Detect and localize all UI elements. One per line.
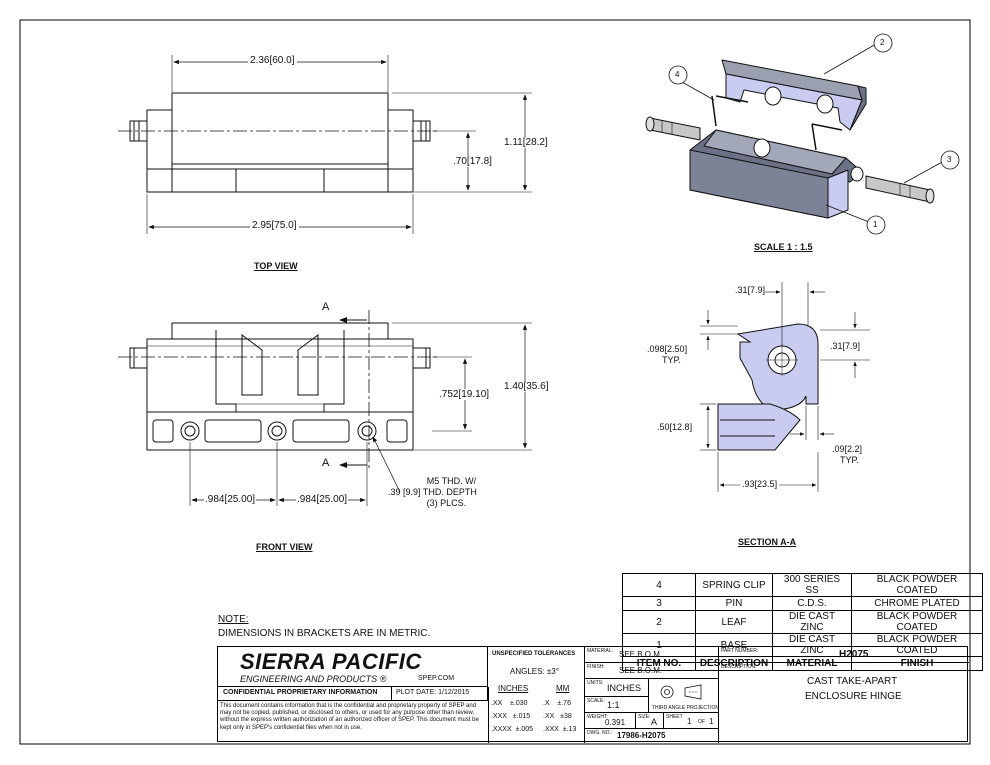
dim-front-pitch-2: .984[25.00] xyxy=(296,494,349,505)
dim-top-inner: .70[17.8] xyxy=(452,156,493,167)
part-number-cell: PART NUMBER: H2075 xyxy=(719,647,969,663)
weight-cell: WEIGHT: 0.391 xyxy=(585,713,636,729)
confidential-title: CONFIDENTIAL PROPRIETARY INFORMATION xyxy=(223,689,378,696)
bom-material: DIE CAST ZINC xyxy=(772,610,852,635)
tolerance-inches-head: INCHES xyxy=(498,684,529,693)
projection-cell: THIRD ANGLE PROJECTION xyxy=(649,679,719,713)
confidential-title-cell: CONFIDENTIAL PROPRIETARY INFORMATION xyxy=(218,687,392,701)
dwg-cell: DWG. NO.: 17986-H2075 xyxy=(585,729,719,743)
balloon-3: 3 xyxy=(947,155,952,164)
tolerance-block: UNSPECIFIED TOLERANCES ANGLES: ±3° INCHE… xyxy=(488,647,585,743)
part-number-value: H2075 xyxy=(839,649,869,660)
finish-cell: FINISH: SEE B.O.M. xyxy=(585,663,719,679)
bom-description: LEAF xyxy=(695,610,773,635)
bom-material: C.D.S. xyxy=(772,595,852,612)
bom-row: 4 SPRING CLIP 300 SERIES SS BLACK POWDER… xyxy=(622,573,983,597)
sheet-value: 1 xyxy=(687,717,692,726)
company-website: SPEP.COM xyxy=(418,675,455,682)
dim-front-pitch-1: .984[25.00] xyxy=(204,494,257,505)
bom-item: 3 xyxy=(622,595,696,612)
top-view-label: TOP VIEW xyxy=(254,261,298,271)
bom-description: SPRING CLIP xyxy=(695,573,773,597)
plot-date-cell: PLOT DATE: 1/12/2015 xyxy=(392,687,488,701)
plot-date: PLOT DATE: 1/12/2015 xyxy=(396,689,470,696)
bom-material: 300 SERIES SS xyxy=(772,573,852,597)
section-marker-top: A xyxy=(322,301,330,313)
weight-value: 0.391 xyxy=(605,718,626,727)
dim-sec-right: .31[7.9] xyxy=(830,341,861,351)
scale-value: 1:1 xyxy=(607,700,620,710)
bom-header-finish: FINISH xyxy=(851,656,983,672)
section-marker-bottom: A xyxy=(322,457,330,469)
bom-item: 4 xyxy=(622,573,696,597)
note-title: NOTE: xyxy=(218,614,249,625)
bom-finish: BLACK POWDER COATED xyxy=(851,610,983,635)
bom-header-material: MATERIAL xyxy=(772,656,852,672)
company-sub: ENGINEERING AND PRODUCTS ® xyxy=(240,674,387,684)
section-view xyxy=(700,282,870,492)
sheet-of-value: 1 xyxy=(709,717,714,726)
size-value: A xyxy=(651,717,658,727)
units-cell: UNITS: INCHES xyxy=(585,679,649,697)
description-cell: DESCRIPTION: CAST TAKE-APART ENCLOSURE H… xyxy=(721,664,902,702)
dim-top-height: 1.11[28.2] xyxy=(503,137,549,148)
dim-top-width: 2.36[60.0] xyxy=(248,55,297,66)
tolerance-mm-head: MM xyxy=(556,684,570,693)
tolerances-title: UNSPECIFIED TOLERANCES xyxy=(492,651,576,657)
company-name: SIERRA PACIFIC xyxy=(240,649,422,674)
balloon-2: 2 xyxy=(880,38,885,47)
bom-row: 3 PIN C.D.S. CHROME PLATED xyxy=(622,595,983,612)
projection-symbol-icon xyxy=(660,684,702,700)
section-view-label: SECTION A-A xyxy=(738,537,797,547)
bom-header-row: ITEM NO. DESCRIPTION MATERIAL FINISH xyxy=(622,656,983,672)
confidential-text: This document contains information that … xyxy=(220,703,479,731)
description-line-1: CAST TAKE-APART xyxy=(807,676,898,687)
isometric-view xyxy=(645,33,960,235)
tolerance-angles: ANGLES: ±3° xyxy=(510,667,559,676)
dim-top-overall: 2.95[75.0] xyxy=(250,220,299,231)
note-text: DIMENSIONS IN BRACKETS ARE IN METRIC. xyxy=(218,628,431,639)
bom-description: PIN xyxy=(695,595,773,612)
sheet-cell: SHEET 1 OF 1 xyxy=(664,713,719,729)
bom-finish: BLACK POWDER COATED xyxy=(851,573,983,597)
divider xyxy=(488,687,489,743)
dim-front-height: 1.40[35.6] xyxy=(503,381,550,392)
balloon-4: 4 xyxy=(675,70,680,79)
scale-cell: SCALE: 1:1 xyxy=(585,697,649,713)
tolerance-mm: .X ±.76.XX ±38.XXX ±.13 xyxy=(543,700,577,733)
sheet-border xyxy=(19,19,971,745)
description-line-2: ENCLOSURE HINGE xyxy=(805,691,902,702)
dim-sec-top: .31[7.9] xyxy=(735,285,766,295)
material-cell: MATERIAL: SEE B.O.M. xyxy=(585,647,719,663)
dim-sec-small: .09[2.2]TYP. xyxy=(832,444,863,465)
finish-value: SEE B.O.M. xyxy=(619,666,663,675)
size-cell: SIZE: A xyxy=(636,713,664,729)
scale-label: SCALE 1 : 1.5 xyxy=(754,242,813,252)
units-value: INCHES xyxy=(607,683,642,693)
dim-sec-wall: .098[2.50]TYP. xyxy=(647,344,688,365)
thread-note: M5 THD. W/ .39 [9.9] THD. DEPTH (3) PLCS… xyxy=(388,476,477,508)
bom-header-description: DESCRIPTION xyxy=(695,656,773,672)
bom-row: 1 BASE DIE CAST ZINC BLACK POWDER COATED xyxy=(622,633,983,658)
bom-item: 2 xyxy=(622,610,696,635)
bom-material: DIE CAST ZINC xyxy=(772,633,852,658)
top-view xyxy=(118,55,532,234)
title-block: SIERRA PACIFIC ENGINEERING AND PRODUCTS … xyxy=(217,646,969,743)
company-block: SIERRA PACIFIC ENGINEERING AND PRODUCTS … xyxy=(218,647,488,687)
front-view-label: FRONT VIEW xyxy=(256,542,313,552)
balloon-1: 1 xyxy=(873,220,878,229)
bom-row: 2 LEAF DIE CAST ZINC BLACK POWDER COATED xyxy=(622,610,983,635)
dwg-value: 17986-H2075 xyxy=(617,731,666,740)
bom-finish: CHROME PLATED xyxy=(851,595,983,612)
bill-of-materials: 4 SPRING CLIP 300 SERIES SS BLACK POWDER… xyxy=(622,573,983,672)
dim-front-mid: .752[19.10] xyxy=(438,389,491,400)
tolerance-inches: .XX ±.030.XXX ±.015.XXXX ±.005 xyxy=(491,700,533,733)
material-value: SEE B.O.M. xyxy=(619,650,663,659)
projection-label: THIRD ANGLE PROJECTION xyxy=(652,705,719,711)
dim-sec-slot: .50[12.8] xyxy=(657,422,693,432)
dim-sec-width: .93[23.5] xyxy=(740,479,780,489)
